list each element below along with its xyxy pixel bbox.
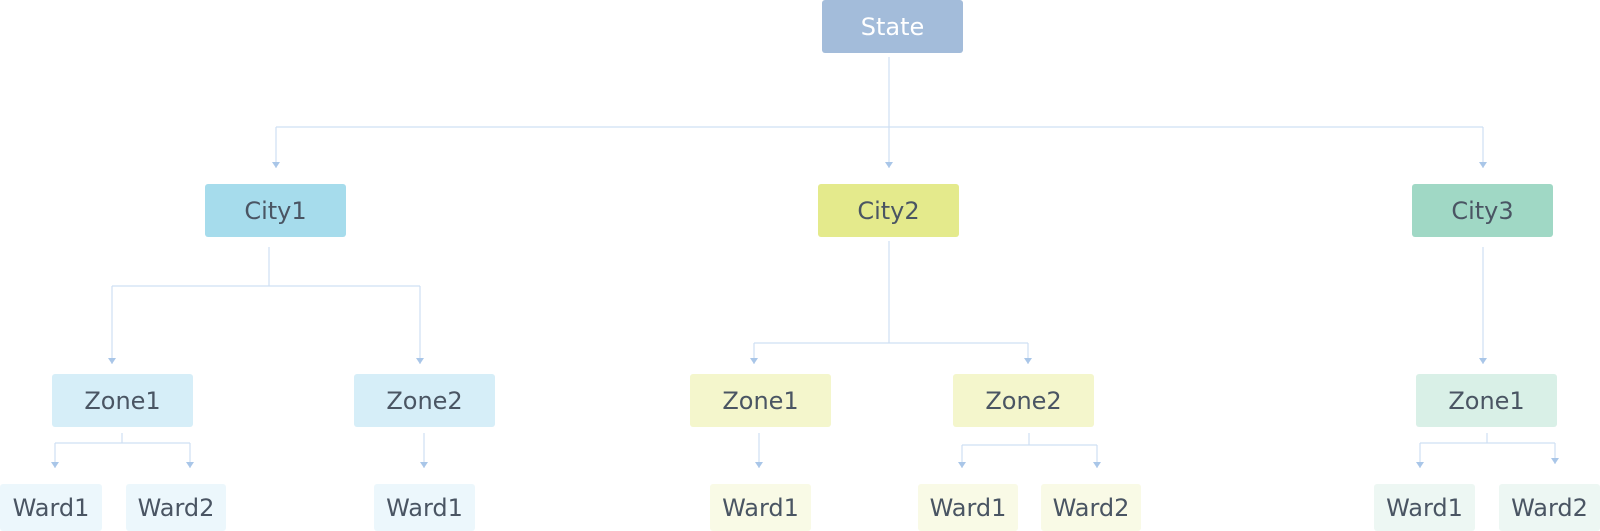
- node-city3-zone1[interactable]: Zone1: [1416, 374, 1557, 427]
- node-city1-zone2[interactable]: Zone2: [354, 374, 495, 427]
- node-ward-label: Ward2: [1511, 493, 1588, 522]
- node-city3[interactable]: City3: [1412, 184, 1553, 237]
- node-city1-zone1[interactable]: Zone1: [52, 374, 193, 427]
- node-city2-zone2-label: Zone2: [985, 386, 1062, 415]
- node-ward-label: Ward1: [386, 493, 463, 522]
- node-city1-zone1-ward1[interactable]: Ward1: [0, 484, 102, 531]
- node-city2-zone1-ward1[interactable]: Ward1: [710, 484, 811, 531]
- node-city3-zone1-ward2[interactable]: Ward2: [1499, 484, 1600, 531]
- node-city1-zone2-label: Zone2: [386, 386, 463, 415]
- node-ward-label: Ward1: [722, 493, 799, 522]
- node-city2-zone1[interactable]: Zone1: [690, 374, 831, 427]
- node-state[interactable]: State: [822, 0, 963, 53]
- node-city2-zone2-ward1[interactable]: Ward1: [918, 484, 1018, 531]
- node-city3-label: City3: [1451, 196, 1514, 225]
- node-city1-zone1-label: Zone1: [84, 386, 161, 415]
- node-ward-label: Ward1: [12, 493, 90, 522]
- node-city2-zone2[interactable]: Zone2: [953, 374, 1094, 427]
- node-city1-zone1-ward2[interactable]: Ward2: [126, 484, 226, 531]
- node-city1[interactable]: City1: [205, 184, 346, 237]
- node-ward-label: Ward2: [137, 493, 215, 522]
- node-city2-label: City2: [857, 196, 920, 225]
- node-city1-zone2-ward1[interactable]: Ward1: [374, 484, 475, 531]
- node-city3-zone1-ward1[interactable]: Ward1: [1374, 484, 1475, 531]
- node-ward-label: Ward1: [1386, 493, 1463, 522]
- node-ward-label: Ward1: [929, 493, 1007, 522]
- node-city3-zone1-label: Zone1: [1448, 386, 1525, 415]
- node-city2[interactable]: City2: [818, 184, 959, 237]
- node-city2-zone2-ward2[interactable]: Ward2: [1041, 484, 1141, 531]
- node-city2-zone1-label: Zone1: [722, 386, 799, 415]
- node-city1-label: City1: [244, 196, 307, 225]
- node-state-label: State: [860, 12, 925, 41]
- node-ward-label: Ward2: [1052, 493, 1130, 522]
